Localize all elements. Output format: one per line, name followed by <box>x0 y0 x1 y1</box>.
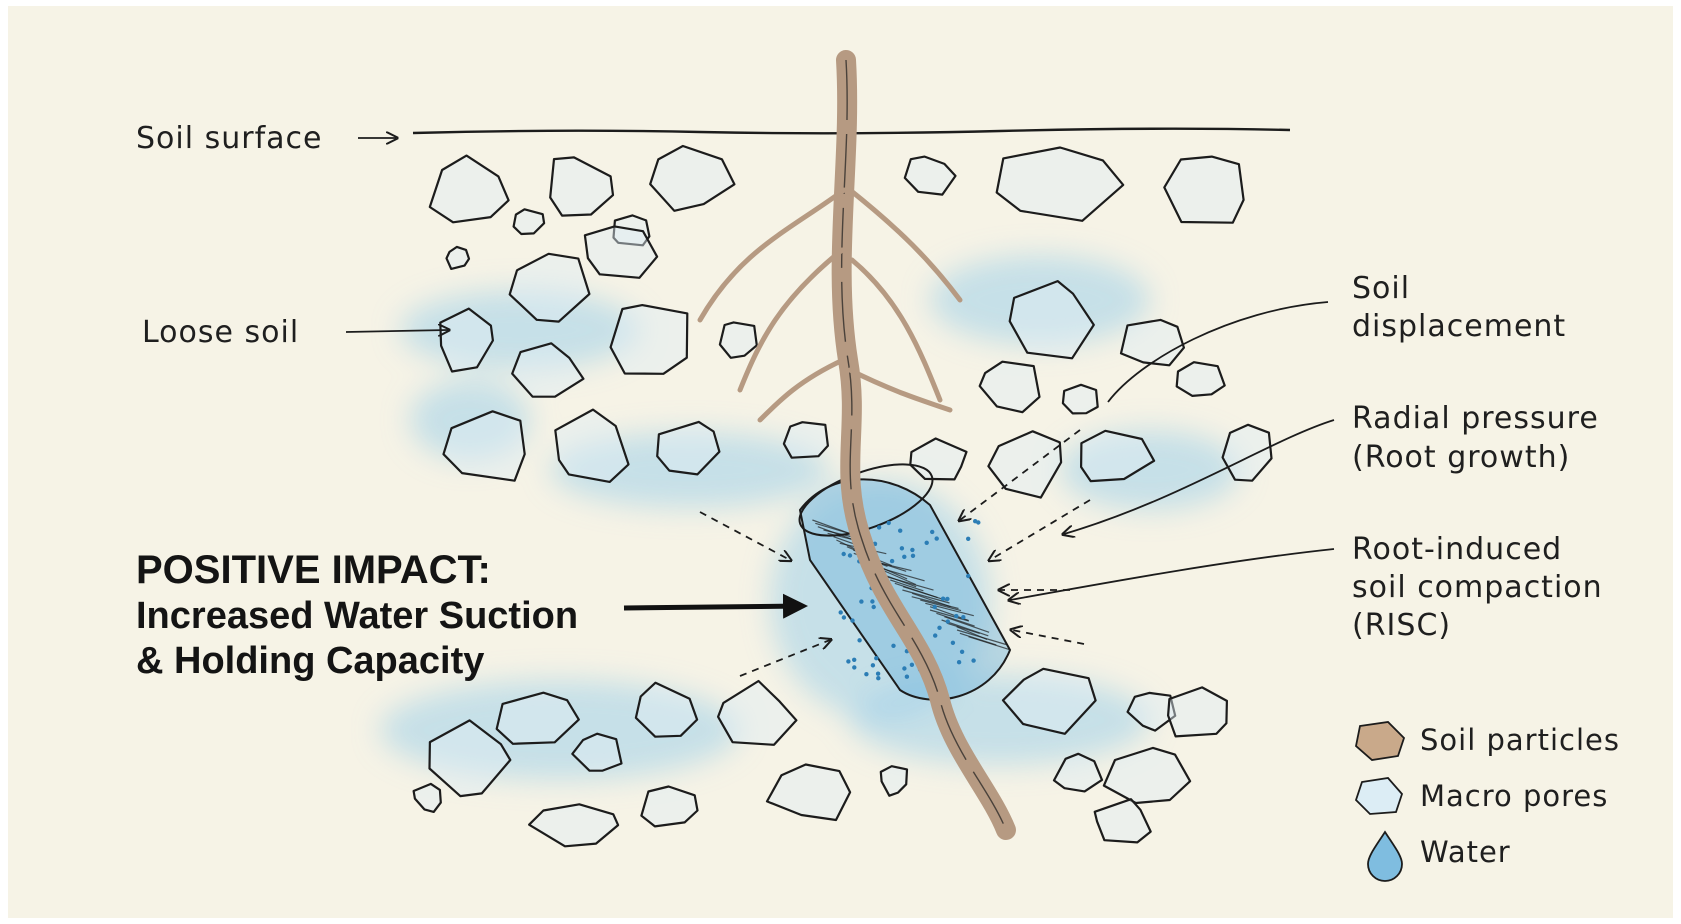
soil-displacement-label-line1: Soil <box>1352 271 1410 306</box>
soil-clod <box>1063 385 1098 414</box>
water-dot <box>871 663 875 667</box>
water-dot <box>900 546 904 550</box>
water-dot <box>960 650 964 654</box>
legend-label-macro-pores: Macro pores <box>1420 779 1608 813</box>
water-dot <box>933 605 937 609</box>
water-dot <box>842 615 846 619</box>
water-dot <box>877 525 881 529</box>
water-dot <box>910 663 914 667</box>
water-dot <box>976 520 980 524</box>
risc-label-line3: (RISC) <box>1352 608 1451 643</box>
water-dot <box>887 521 891 525</box>
water-dot <box>930 530 934 534</box>
soil-clod <box>611 305 688 374</box>
water-dot <box>911 554 915 558</box>
water-dot <box>898 529 902 533</box>
radial-pressure-label-line2: (Root growth) <box>1352 440 1570 475</box>
soil-clod <box>1164 157 1243 223</box>
legend-label-water: Water <box>1420 835 1511 869</box>
water-dot <box>935 536 939 540</box>
positive-impact-line2: & Holding Capacity <box>136 640 484 682</box>
water-dot <box>870 599 874 603</box>
water-dot <box>966 537 970 541</box>
water-dot <box>966 574 970 578</box>
water-dot <box>857 638 861 642</box>
water-dot <box>859 599 863 603</box>
water-dot <box>971 658 975 662</box>
water-dot <box>872 605 876 609</box>
water-dot <box>957 660 961 664</box>
water-dot <box>842 552 846 556</box>
water-dot <box>902 555 906 559</box>
water-dot <box>850 618 854 622</box>
water-dot <box>890 559 894 563</box>
water-dot <box>876 672 880 676</box>
water-dot <box>852 665 856 669</box>
water-dot <box>937 626 941 630</box>
water-dot <box>848 553 852 557</box>
water-dot <box>902 666 906 670</box>
water-dot <box>941 597 945 601</box>
water-dot <box>846 659 850 663</box>
water-dot <box>852 658 856 662</box>
water-dot <box>876 676 880 680</box>
water-dot <box>910 548 914 552</box>
water-dot <box>954 614 958 618</box>
legend-label-soil-particles: Soil particles <box>1420 723 1620 757</box>
soil-clod <box>784 422 828 458</box>
soil-surface-label: Soil surface <box>136 121 322 156</box>
risc-label-line2: soil compaction <box>1352 570 1603 605</box>
water-dot <box>933 633 937 637</box>
soil-displacement-label-line2: displacement <box>1352 309 1566 344</box>
positive-impact-line1: Increased Water Suction <box>136 595 578 637</box>
water-dot <box>839 610 843 614</box>
water-dot <box>891 644 895 648</box>
positive-impact-title: POSITIVE IMPACT: <box>136 548 491 592</box>
water-dot <box>961 615 965 619</box>
water-dot <box>951 641 955 645</box>
water-dot <box>946 619 950 623</box>
water-dot <box>874 656 878 660</box>
water-dot <box>864 672 868 676</box>
soil-clod <box>1177 362 1225 396</box>
water-dot <box>925 541 929 545</box>
water-dot <box>945 597 949 601</box>
positive-impact-arrow <box>624 606 803 608</box>
water-dot <box>905 675 909 679</box>
loose-soil-label: Loose soil <box>142 315 299 350</box>
radial-pressure-label-line1: Radial pressure <box>1352 401 1599 436</box>
risc-label-line1: Root-induced <box>1352 532 1562 567</box>
